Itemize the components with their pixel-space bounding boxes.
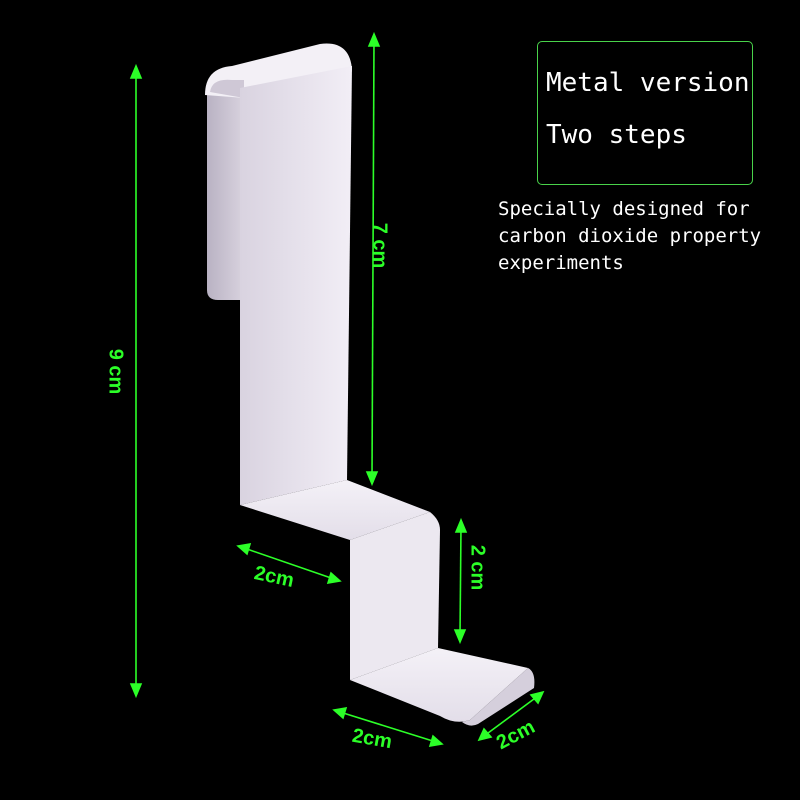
description: Specially designed for carbon dioxide pr… <box>498 196 798 277</box>
description-line-3: experiments <box>498 252 624 274</box>
front-lip <box>462 668 535 726</box>
front-column <box>240 66 352 505</box>
bottom-depth-arrow <box>339 711 437 743</box>
metal-stand <box>205 43 535 726</box>
step-depth-arrow <box>243 547 335 580</box>
upper-height-arrow <box>371 39 375 479</box>
info-line-version: Metal version <box>546 68 750 98</box>
description-line-1: Specially designed for <box>498 198 750 220</box>
upper-riser <box>350 512 440 680</box>
info-line-steps: Two steps <box>546 120 687 150</box>
upper-tread <box>240 480 430 540</box>
step-height-label: 2 cm <box>466 544 489 591</box>
step-height-arrow <box>459 525 462 637</box>
width-arrow <box>483 695 539 737</box>
lower-tread <box>350 648 528 722</box>
info-box: Metal version Two steps <box>537 41 753 185</box>
hook-back-leg <box>207 88 242 300</box>
upper-height-label: 7 cm <box>368 222 391 269</box>
total-height-label: 9 cm <box>104 348 127 395</box>
dimension-arrows <box>129 31 545 748</box>
description-line-2: carbon dioxide property <box>498 225 762 247</box>
